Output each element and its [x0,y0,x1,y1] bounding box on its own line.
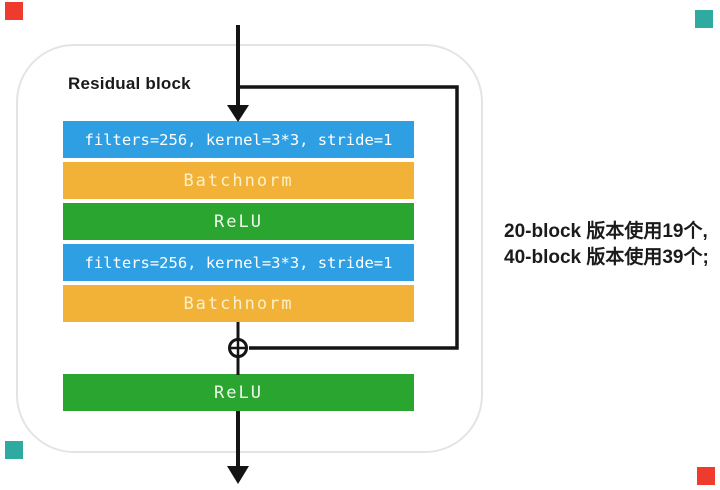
output-relu-bar: ReLU [63,374,414,411]
annotation-line-1: 20-block 版本使用19个, [504,221,708,242]
layer-conv1-bar: filters=256, kernel=3*3, stride=1 [63,121,414,158]
layer-conv2-bar: filters=256, kernel=3*3, stride=1 [63,244,414,281]
layer-relu1-bar: ReLU [63,203,414,240]
corner-marker-teal-bottom-left [5,441,23,459]
corner-marker-red-bottom-right [697,467,715,485]
layer-batchnorm1-bar: Batchnorm [63,162,414,199]
layer-batchnorm2-bar: Batchnorm [63,285,414,322]
annotation-line-2: 40-block 版本使用39个; [504,247,709,268]
diagram-title: Residual block [68,74,191,93]
block-count-annotation: 20-block 版本使用19个, 40-block 版本使用39个; [504,219,716,271]
corner-marker-teal-top-right [695,10,713,28]
corner-marker-red-top-left [5,2,23,20]
output-arrowhead-icon [227,466,249,484]
